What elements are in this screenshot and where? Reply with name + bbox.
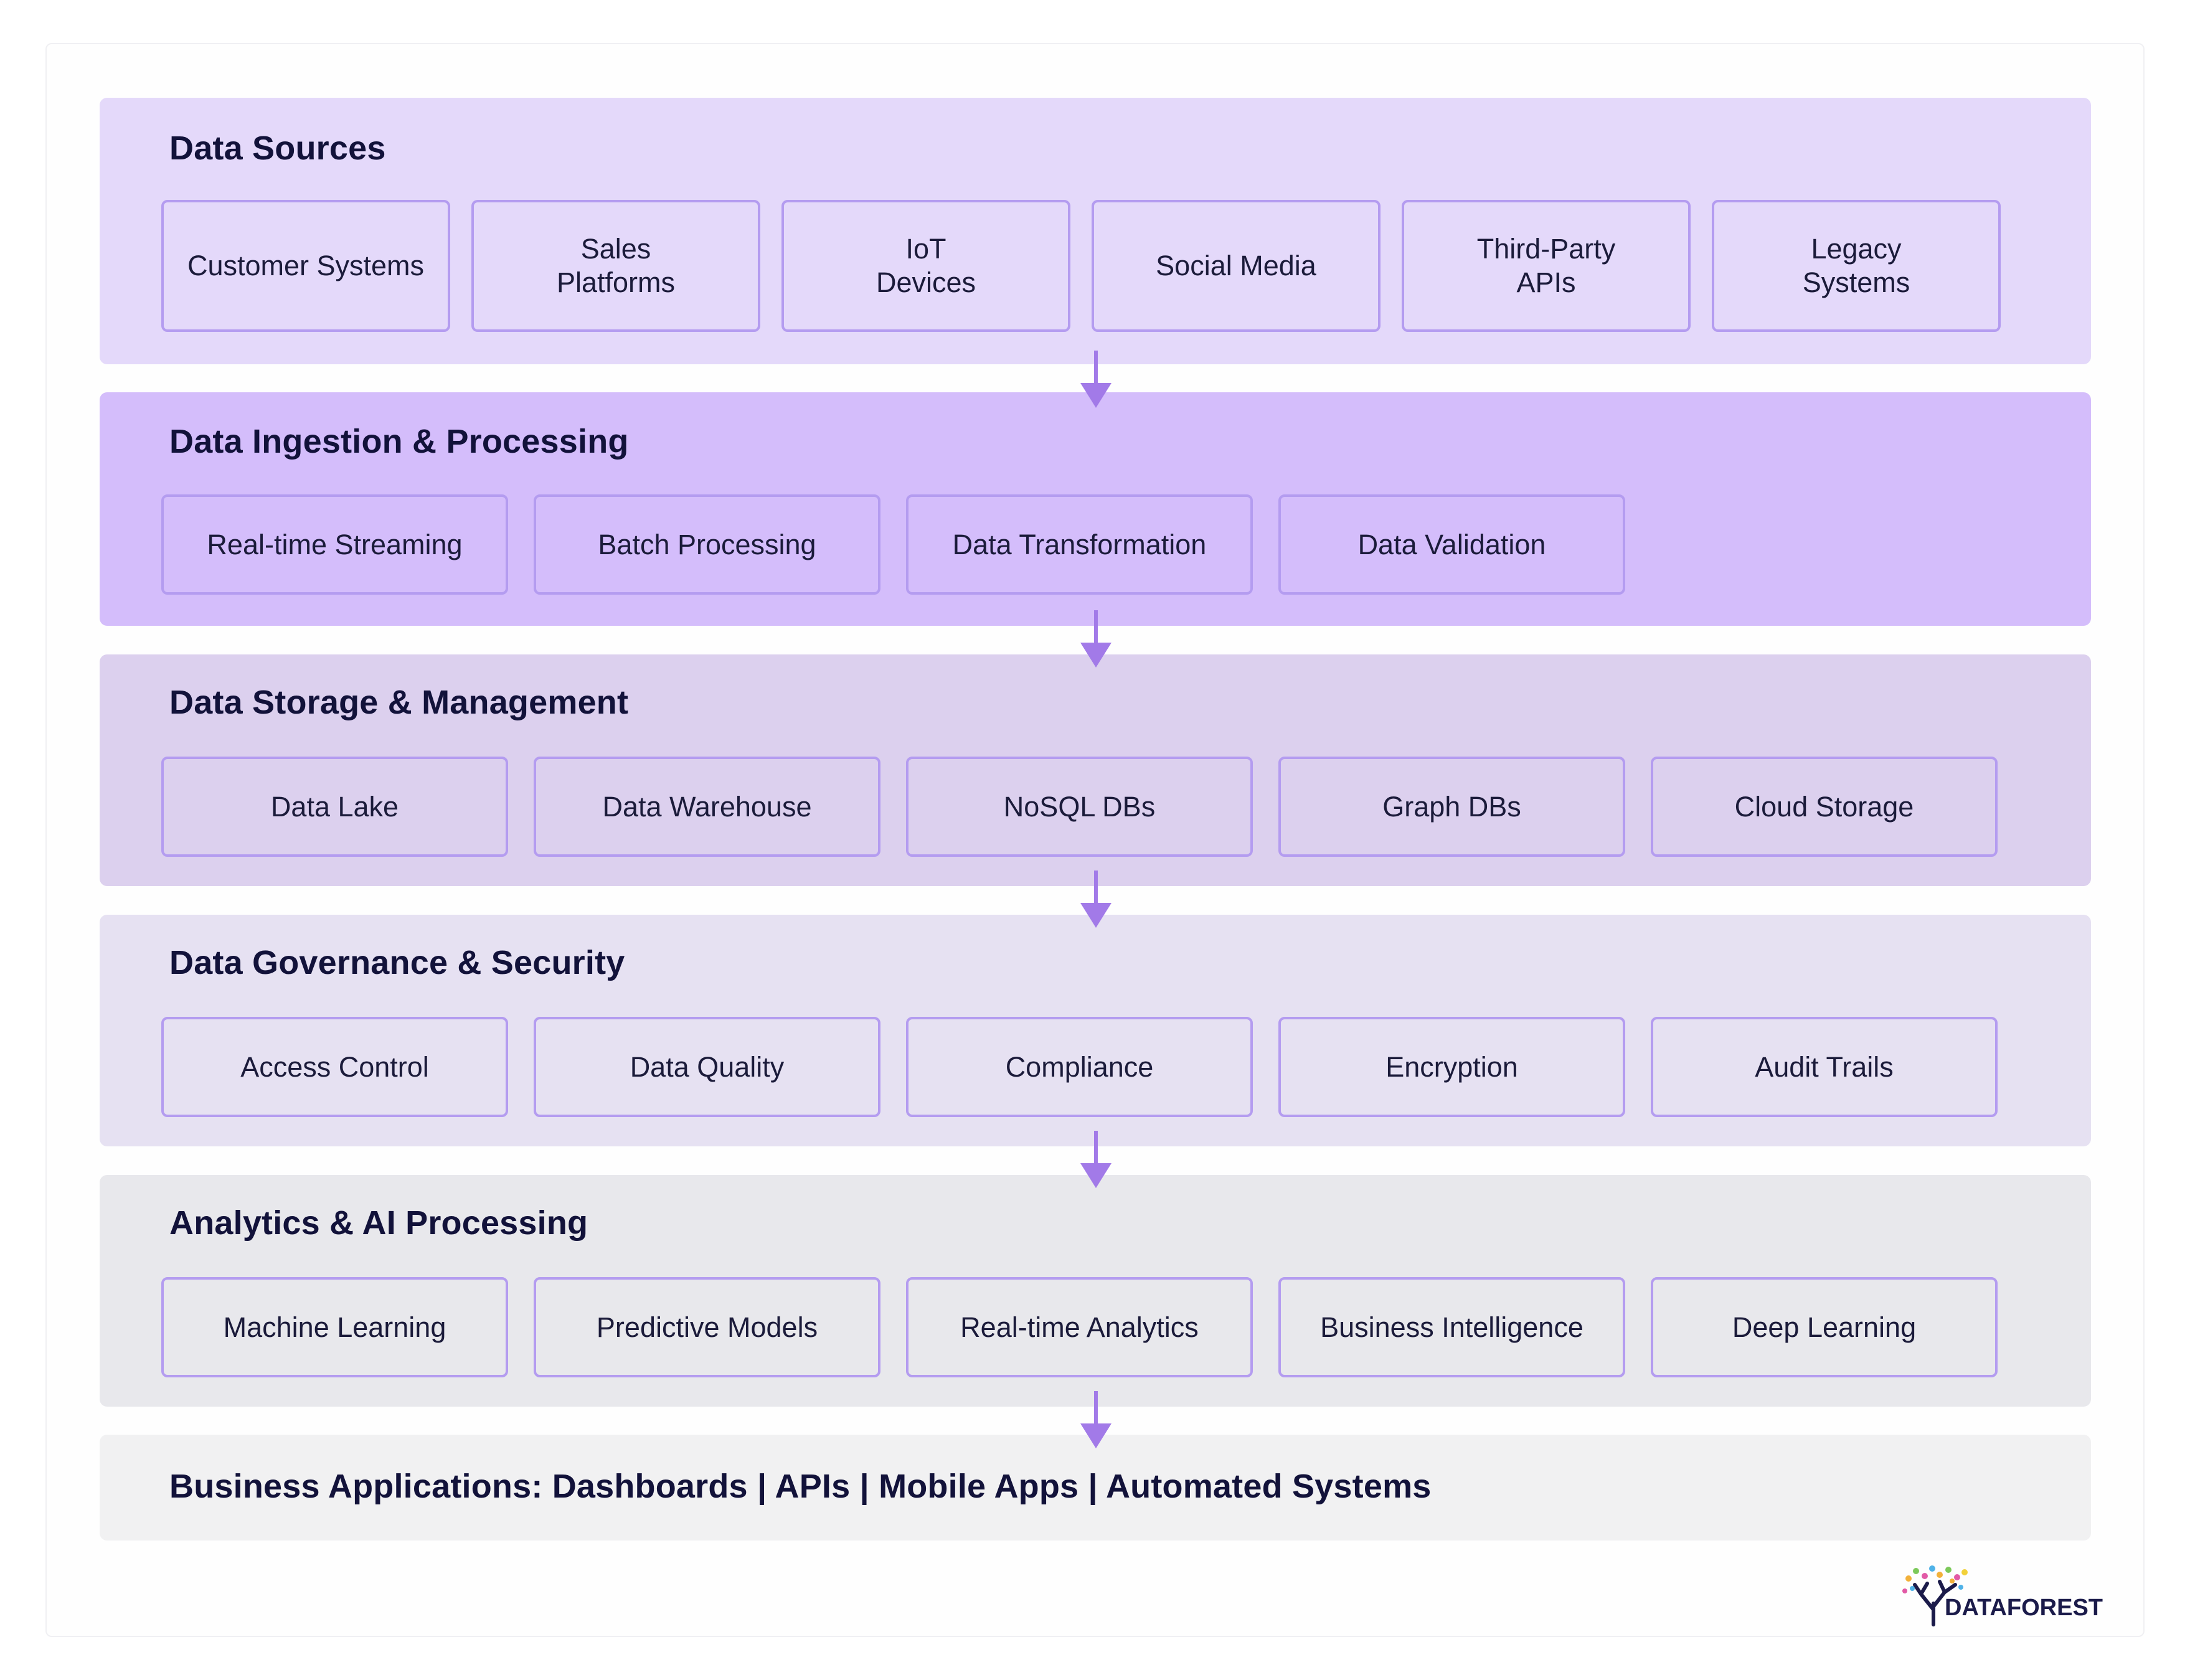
flow-arrow-icon <box>1080 1131 1112 1188</box>
layer-analytics-ai: Analytics & AI Processing Machine Learni… <box>100 1175 2091 1407</box>
component-box: Compliance <box>906 1017 1253 1117</box>
component-box: Social Media <box>1092 200 1381 332</box>
dataforest-logo: DATAFOREST <box>1896 1560 2103 1628</box>
component-box: Real-time Streaming <box>161 494 508 595</box>
layer-title: Analytics & AI Processing <box>169 1204 588 1242</box>
tree-icon <box>1902 1565 1968 1626</box>
component-box: Data Transformation <box>906 494 1253 595</box>
component-box: Legacy Systems <box>1712 200 2001 332</box>
component-box: Third-Party APIs <box>1402 200 1691 332</box>
component-box: NoSQL DBs <box>906 757 1253 857</box>
layer-data-ingestion: Data Ingestion & Processing Real-time St… <box>100 392 2091 626</box>
component-box: IoT Devices <box>781 200 1070 332</box>
component-box: Predictive Models <box>534 1277 880 1377</box>
layer-title: Data Ingestion & Processing <box>169 423 629 460</box>
component-box: Business Intelligence <box>1278 1277 1625 1377</box>
layer-data-sources: Data Sources Customer Systems Sales Plat… <box>100 98 2091 364</box>
component-box: Customer Systems <box>161 200 450 332</box>
component-box: Data Lake <box>161 757 508 857</box>
component-box: Data Validation <box>1278 494 1625 595</box>
layer-data-governance: Data Governance & Security Access Contro… <box>100 915 2091 1146</box>
component-box: Machine Learning <box>161 1277 508 1377</box>
component-box: Real-time Analytics <box>906 1277 1253 1377</box>
layer-title: Data Governance & Security <box>169 944 625 981</box>
layer-title: Data Sources <box>169 130 386 167</box>
flow-arrow-icon <box>1080 1391 1112 1448</box>
layer-title: Data Storage & Management <box>169 684 629 721</box>
layer-title: Business Applications: Dashboards | APIs… <box>169 1468 1432 1505</box>
layer-data-storage: Data Storage & Management Data Lake Data… <box>100 654 2091 886</box>
component-box: Graph DBs <box>1278 757 1625 857</box>
component-box: Deep Learning <box>1651 1277 1998 1377</box>
layer-business-applications: Business Applications: Dashboards | APIs… <box>100 1435 2091 1541</box>
flow-arrow-icon <box>1080 351 1112 408</box>
logo-text: DATAFOREST <box>1945 1595 2103 1621</box>
component-box: Encryption <box>1278 1017 1625 1117</box>
flow-arrow-icon <box>1080 610 1112 668</box>
component-box: Access Control <box>161 1017 508 1117</box>
component-box: Cloud Storage <box>1651 757 1998 857</box>
component-box: Batch Processing <box>534 494 880 595</box>
component-box: Audit Trails <box>1651 1017 1998 1117</box>
flow-arrow-icon <box>1080 871 1112 928</box>
component-box: Data Warehouse <box>534 757 880 857</box>
component-box: Data Quality <box>534 1017 880 1117</box>
component-box: Sales Platforms <box>471 200 760 332</box>
